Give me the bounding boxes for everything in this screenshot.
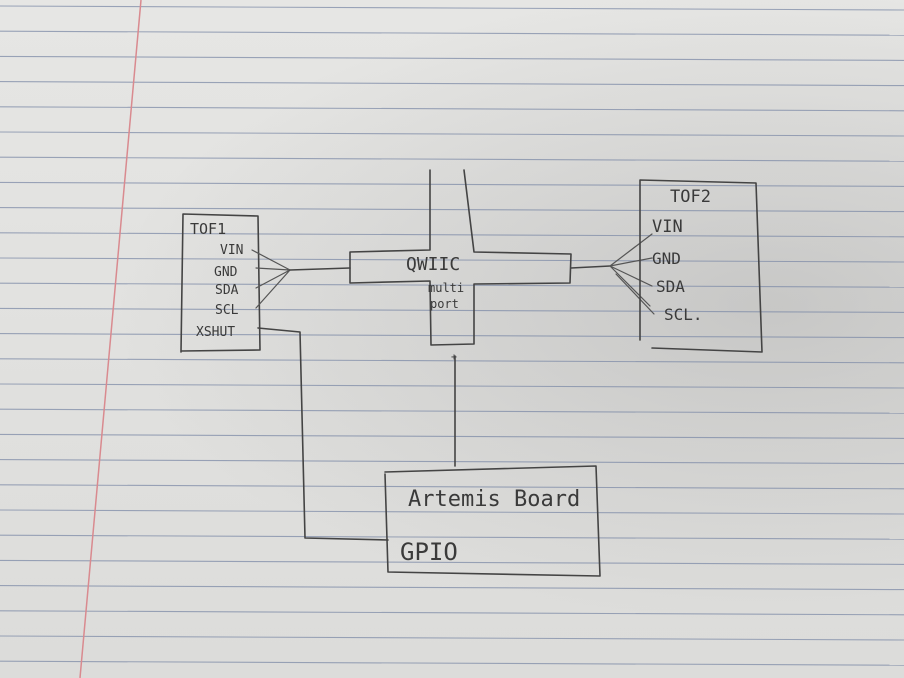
rule-line — [0, 181, 904, 187]
rule-line — [0, 81, 904, 87]
rule-line — [0, 106, 904, 112]
rule-line — [0, 484, 904, 490]
artemis-title: Artemis Board — [408, 487, 580, 512]
rule-line — [0, 257, 904, 263]
tof1-pin-gnd: GND — [214, 265, 238, 280]
tof1-pin-xshut: XSHUT — [196, 325, 235, 340]
tof1-title: TOF1 — [190, 220, 226, 238]
rule-line — [0, 55, 904, 61]
rule-line — [0, 333, 904, 339]
rule-line — [0, 585, 904, 591]
rule-line — [0, 207, 904, 213]
rule-line — [0, 559, 904, 565]
rule-line — [0, 30, 904, 36]
rule-line — [0, 307, 904, 313]
qwiic-multiport: QWIIC multi port + — [349, 169, 572, 363]
tof1-pin-scl: SCL — [215, 303, 239, 318]
rule-line — [0, 660, 904, 666]
rule-line — [0, 232, 904, 238]
artemis-board: Artemis Board GPIO — [384, 465, 601, 577]
tof2-pin-sda: SDA — [656, 277, 685, 296]
qwiic-plus-mark: + — [451, 352, 457, 363]
rule-line — [0, 610, 904, 616]
tof2-i2c-wires — [570, 233, 655, 315]
tof2-pin-gnd: GND — [652, 249, 681, 268]
rule-line — [0, 358, 904, 364]
rule-line — [0, 5, 904, 11]
rule-line — [0, 408, 904, 414]
rule-line — [0, 459, 904, 465]
rule-line — [0, 131, 904, 137]
rule-line — [0, 433, 904, 439]
rule-line — [0, 534, 904, 540]
xshut-to-gpio-wire — [257, 327, 389, 541]
tof2-pin-scl: SCL. — [664, 305, 703, 324]
rule-line — [0, 635, 904, 641]
rule-line — [0, 383, 904, 389]
rule-line — [0, 282, 904, 288]
tof1-i2c-wires — [251, 249, 351, 309]
ruled-lines — [0, 5, 904, 666]
tof1-pin-vin: VIN — [220, 243, 243, 258]
tof2-pin-vin: VIN — [652, 217, 683, 237]
qwiic-subtitle-1: multi — [428, 281, 464, 295]
tof1-pin-sda: SDA — [215, 283, 239, 298]
margin-line — [79, 0, 142, 678]
tof2-sensor: TOF2 VIN GND SDA SCL. — [639, 179, 763, 353]
artemis-pin-gpio: GPIO — [400, 538, 458, 566]
tof2-title: TOF2 — [670, 187, 711, 207]
rule-line — [0, 509, 904, 515]
qwiic-title: QWIIC — [406, 254, 460, 275]
tof1-sensor: TOF1 VIN GND SDA SCL XSHUT — [180, 213, 261, 353]
qwiic-subtitle-2: port — [430, 297, 459, 311]
rule-line — [0, 156, 904, 162]
